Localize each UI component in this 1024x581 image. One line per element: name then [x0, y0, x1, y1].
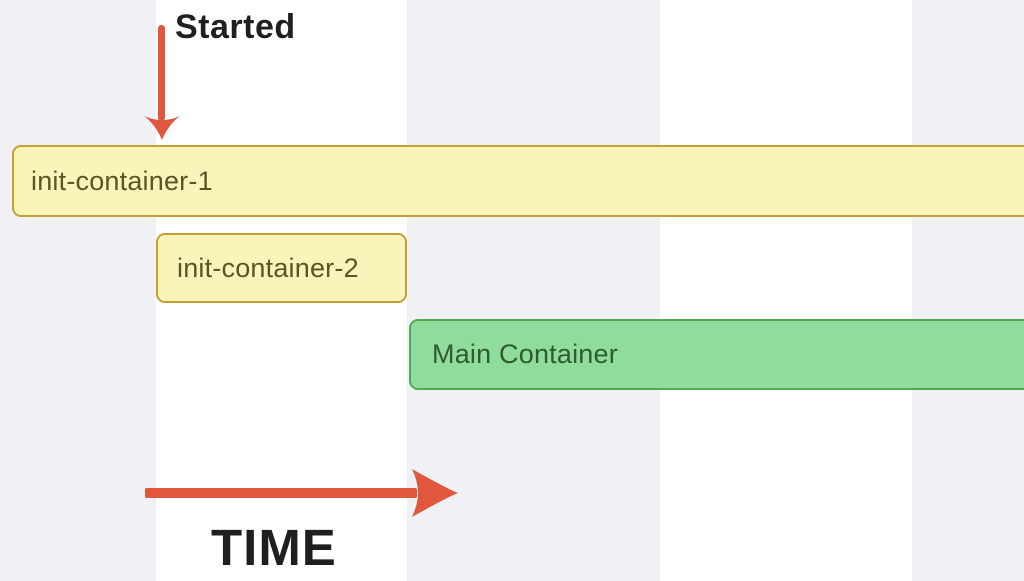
bar-init-container-1: init-container-1: [12, 145, 1024, 217]
bar-init-container-2: init-container-2: [156, 233, 407, 303]
bar-main-container-label: Main Container: [432, 339, 618, 369]
started-label: Started: [175, 8, 296, 46]
time-column-stripe-2: [660, 0, 912, 581]
bar-init-container-2-label: init-container-2: [177, 252, 359, 283]
bar-main-container: Main Container: [409, 319, 1024, 390]
arrow-right-icon: [145, 469, 458, 517]
bar-init-container-1-label: init-container-1: [31, 165, 213, 196]
arrow-down-icon: [144, 25, 180, 140]
time-axis-label: TIME: [211, 519, 337, 576]
